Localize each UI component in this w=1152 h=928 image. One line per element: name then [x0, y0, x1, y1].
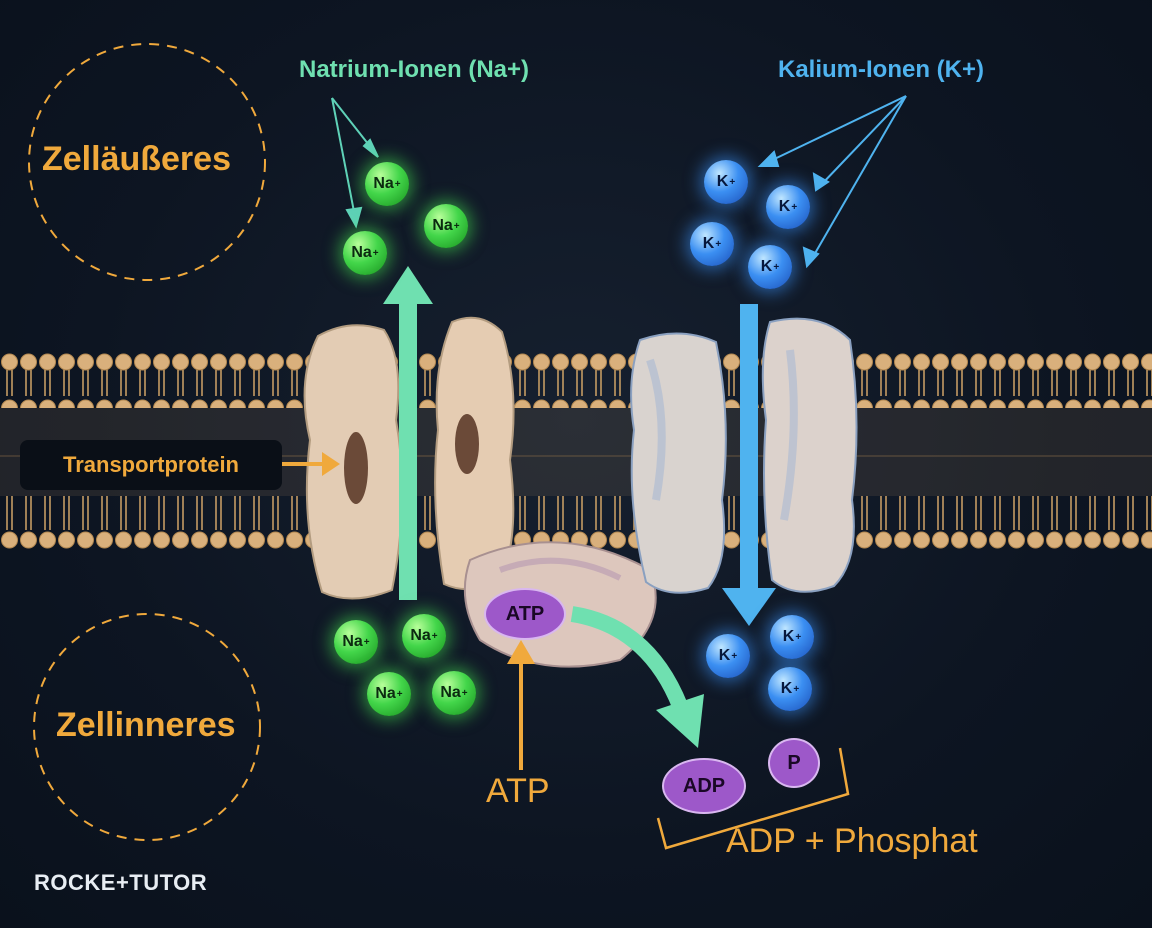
sodium-title-pointers: [331, 97, 379, 229]
sodium-ion: Na+: [424, 204, 468, 248]
potassium-ion: K+: [766, 185, 810, 229]
potassium-transport-protein: [630, 317, 858, 594]
atp-input-arrow: [507, 640, 535, 770]
brand-logo: ROCKE+TUTOR: [34, 870, 208, 895]
adp-phosphate-label: ADP + Phosphat: [726, 822, 978, 860]
sodium-ion: Na+: [334, 620, 378, 664]
potassium-flow-arrow: [722, 304, 776, 626]
sodium-ion: Na+: [432, 671, 476, 715]
potassium-ion: K+: [690, 222, 734, 266]
potassium-ion: K+: [768, 667, 812, 711]
potassium-title-pointers: [757, 95, 907, 269]
sodium-transport-protein: [303, 316, 657, 668]
sodium-flow-arrow: [383, 266, 433, 600]
outside-compartment-circle: [28, 43, 266, 281]
atp-molecule: ATP: [484, 588, 566, 640]
sodium-ion: Na+: [402, 614, 446, 658]
inside-compartment-circle: [33, 613, 261, 841]
potassium-ion: K+: [704, 160, 748, 204]
lipid-bilayer: [0, 352, 1152, 558]
adp-molecule: ADP: [662, 758, 746, 814]
products-bracket: [656, 747, 850, 850]
atp-label: ATP: [486, 772, 550, 810]
transport-protein-pointer-arrow: [282, 452, 340, 476]
sodium-ion: Na+: [367, 672, 411, 716]
atp-conversion-arrow: [570, 606, 704, 748]
outside-compartment-label: Zelläußeres: [42, 140, 231, 178]
potassium-ion: K+: [770, 615, 814, 659]
phosphate-molecule: P: [768, 738, 820, 788]
potassium-ion: K+: [748, 245, 792, 289]
sodium-ions-title: Natrium-Ionen (Na+): [299, 56, 530, 83]
sodium-ion: Na+: [365, 162, 409, 206]
potassium-ion: K+: [706, 634, 750, 678]
inside-compartment-label: Zellinneres: [56, 706, 236, 744]
transport-protein-label: Transportprotein: [20, 440, 282, 490]
sodium-ion: Na+: [343, 231, 387, 275]
potassium-ions-title: Kalium-Ionen (K+): [778, 56, 985, 83]
